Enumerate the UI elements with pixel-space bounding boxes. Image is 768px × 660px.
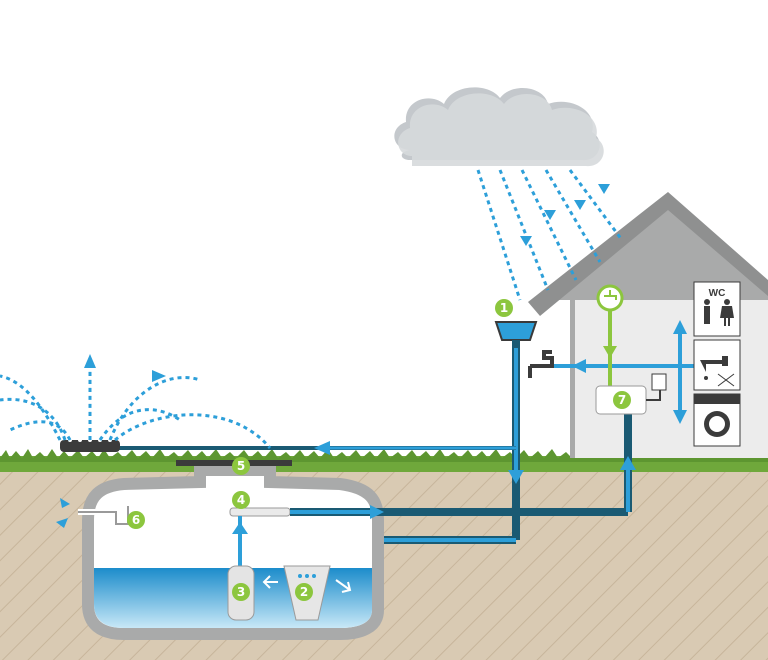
badge-1-label: 1 — [500, 301, 508, 315]
spray-arrows — [84, 354, 166, 382]
tap-icon — [693, 339, 741, 391]
cloud-icon — [394, 87, 604, 167]
overflow-arrows — [56, 498, 70, 528]
filter-arrows — [262, 575, 352, 593]
rain-arrows — [520, 184, 610, 246]
badge-5-label: 5 — [237, 459, 245, 473]
rain — [476, 169, 624, 301]
badge-5: 5 — [232, 457, 250, 475]
badge-3: 3 — [232, 583, 250, 601]
pressure-line — [229, 412, 636, 519]
badge-2-label: 2 — [300, 585, 308, 599]
badge-3-label: 3 — [237, 585, 245, 599]
washing-machine-icon — [693, 393, 741, 447]
faucet-icon — [528, 350, 554, 378]
badge-2: 2 — [295, 583, 313, 601]
drinking-water-tap-icon — [596, 284, 624, 312]
badge-7-label: 7 — [618, 393, 626, 407]
sprinkler-spray — [0, 360, 272, 449]
wc-label: WC — [709, 288, 726, 299]
toilet-wc-icon — [693, 281, 741, 337]
badge-6: 6 — [127, 511, 145, 529]
badge-4-label: 4 — [237, 493, 245, 507]
badge-4: 4 — [232, 491, 250, 509]
badge-6-label: 6 — [132, 513, 140, 527]
badge-1: 1 — [495, 299, 513, 317]
house-piping — [550, 310, 694, 424]
garden-line — [90, 441, 516, 455]
rain-collector — [494, 321, 538, 341]
badge-7: 7 — [613, 391, 631, 409]
